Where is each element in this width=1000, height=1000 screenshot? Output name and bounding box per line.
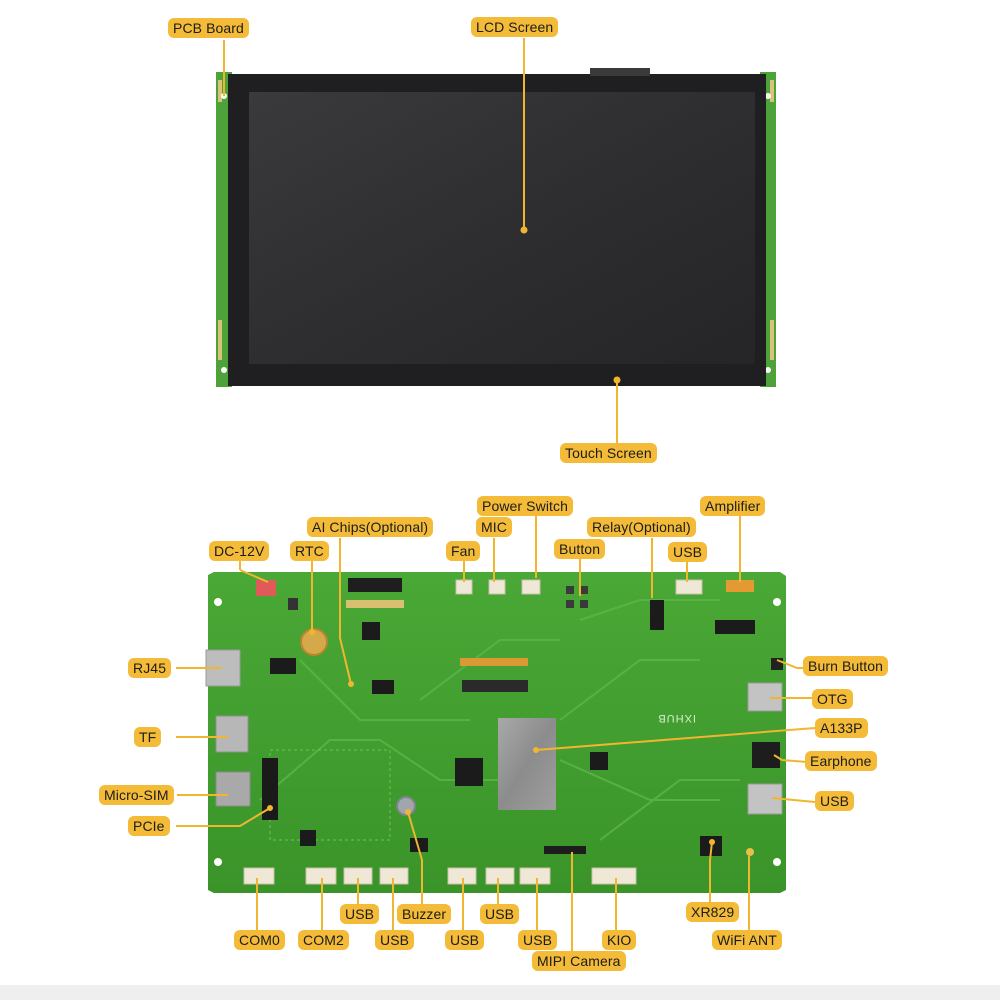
label-burn-button: Burn Button bbox=[803, 656, 889, 676]
label-usb-bottom-3: USB bbox=[375, 930, 415, 950]
label-power-switch: Power Switch bbox=[477, 496, 574, 516]
label-buzzer: Buzzer bbox=[397, 904, 452, 924]
front-display-assembly bbox=[216, 38, 776, 443]
label-relay: Relay(Optional) bbox=[587, 517, 696, 537]
label-com0: COM0 bbox=[234, 930, 285, 950]
pcb-silkscreen-logo: IXHUB bbox=[657, 712, 696, 724]
label-ai-chips: AI Chips(Optional) bbox=[307, 517, 434, 537]
footer-band bbox=[0, 985, 1000, 1000]
label-otg: OTG bbox=[812, 689, 853, 709]
label-wifi-ant: WiFi ANT bbox=[712, 930, 782, 950]
label-usb-bottom-4: USB bbox=[445, 930, 485, 950]
label-touch-screen: Touch Screen bbox=[560, 443, 657, 463]
label-amplifier: Amplifier bbox=[700, 496, 766, 516]
a133p-chip bbox=[498, 718, 556, 810]
label-dc-12v: DC-12V bbox=[209, 541, 270, 561]
label-button: Button bbox=[554, 539, 606, 559]
label-lcd-screen: LCD Screen bbox=[471, 17, 559, 37]
label-mic: MIC bbox=[476, 517, 512, 537]
label-rtc: RTC bbox=[290, 541, 329, 561]
label-usb-right: USB bbox=[815, 791, 855, 811]
back-pcb-assembly bbox=[176, 516, 853, 954]
label-xr829: XR829 bbox=[686, 902, 740, 922]
label-earphone: Earphone bbox=[805, 751, 877, 771]
label-usb-bottom-5: USB bbox=[518, 930, 558, 950]
label-com2: COM2 bbox=[298, 930, 349, 950]
label-pcie: PCIe bbox=[128, 816, 170, 836]
label-fan: Fan bbox=[446, 541, 481, 561]
label-kio: KIO bbox=[602, 930, 637, 950]
label-pcb-board: PCB Board bbox=[168, 18, 249, 38]
lcd-screen bbox=[249, 92, 755, 364]
label-tf: TF bbox=[134, 727, 162, 747]
label-mipi-camera: MIPI Camera bbox=[532, 951, 626, 971]
label-usb-bottom-1: USB bbox=[340, 904, 380, 924]
main-pcb bbox=[208, 572, 786, 893]
label-usb-bottom-2: USB bbox=[480, 904, 520, 924]
label-rj45: RJ45 bbox=[128, 658, 172, 678]
label-usb-top: USB bbox=[668, 542, 708, 562]
label-a133p: A133P bbox=[815, 718, 868, 738]
label-micro-sim: Micro-SIM bbox=[99, 785, 174, 805]
